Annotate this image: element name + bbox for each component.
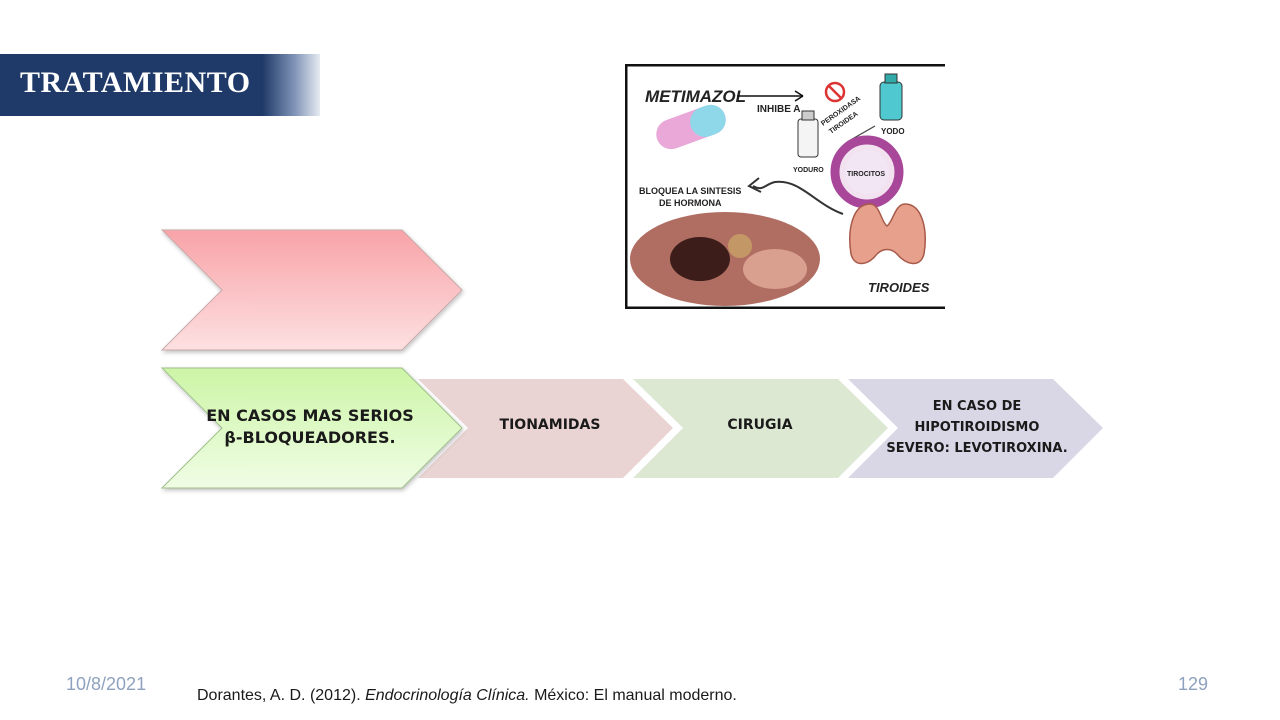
iodine-label: YODO xyxy=(881,127,905,136)
iodide-label: YODURO xyxy=(793,167,824,174)
inhibits-label: INHIBE A xyxy=(757,104,801,115)
iodide-bottle-icon xyxy=(797,110,819,158)
chevron-empty xyxy=(160,229,463,351)
blocks-label-1: BLOQUEA LA SINTESIS xyxy=(639,186,741,196)
drug-label: METIMAZOL xyxy=(645,87,746,106)
page-number: 129 xyxy=(1178,674,1209,694)
citation-title: Endocrinología Clínica. xyxy=(365,687,530,704)
citation-publisher: México: El manual moderno. xyxy=(529,687,737,704)
cirugia-label: CIRUGIA xyxy=(727,417,793,433)
capsule-icon xyxy=(656,104,726,150)
gland-label: TIROIDES xyxy=(868,280,930,295)
citation-authors: Dorantes, A. D. (2012). xyxy=(197,687,366,704)
chevron-tionamidas xyxy=(418,379,673,478)
citation: Dorantes, A. D. (2012). Endocrinología C… xyxy=(197,687,737,705)
beta-blockers-label: EN CASOS MAS SERIOS β-BLOQUEADORES. xyxy=(206,406,414,447)
endoscopy-image xyxy=(630,212,820,306)
chevron-levotiroxina xyxy=(848,379,1103,478)
thyrocytes-icon xyxy=(830,135,904,209)
title-banner: TRATAMIENTO xyxy=(0,54,320,116)
iodine-bottle-icon xyxy=(879,73,903,121)
blocks-label-2: DE HORMONA xyxy=(659,198,722,208)
slide-title: TRATAMIENTO xyxy=(20,66,251,99)
chevron-cirugia xyxy=(633,379,888,478)
tionamidas-label: TIONAMIDAS xyxy=(499,417,601,433)
cells-label: TIROCITOS xyxy=(847,171,885,178)
thyroid-gland-icon xyxy=(849,203,926,265)
levotiroxina-label: EN CASO DE HIPOTIROIDISMO SEVERO: LEVOTI… xyxy=(886,398,1068,456)
prohibited-icon xyxy=(824,81,846,103)
chevron-beta-blockers xyxy=(160,367,463,489)
metimazol-illustration: METIMAZOL INHIBE A YODO PEROXIDASA TIROI… xyxy=(625,64,945,309)
footer-date: 10/8/2021 xyxy=(66,674,147,694)
